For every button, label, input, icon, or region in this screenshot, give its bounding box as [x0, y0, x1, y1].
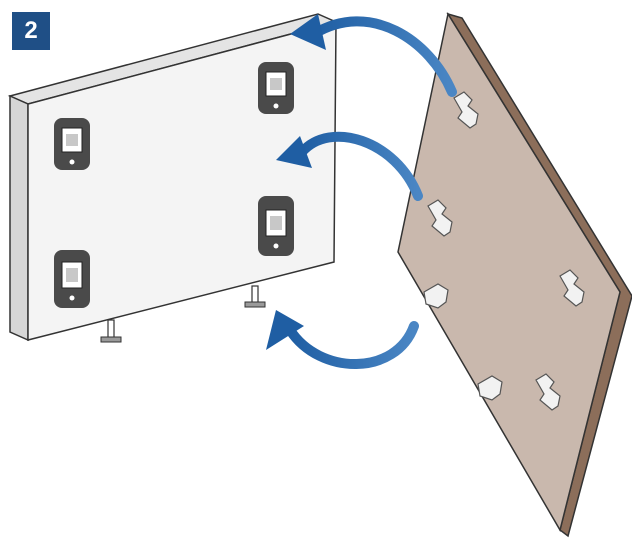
bracket-icon — [258, 62, 294, 114]
curved-arrow-icon — [290, 14, 457, 97]
curved-arrow-icon — [276, 131, 423, 201]
bracket-icon — [54, 250, 90, 308]
support-peg — [244, 285, 266, 308]
wall-board-face — [397, 12, 621, 532]
step-number-badge: 2 — [12, 12, 50, 50]
bracket-icon — [54, 118, 90, 170]
wall-board — [397, 12, 632, 538]
support-peg — [100, 319, 122, 343]
tv-panel — [7, 13, 339, 343]
curved-arrow-icon — [266, 310, 419, 369]
mounting-clip-icon — [423, 91, 585, 411]
step-number: 2 — [24, 17, 38, 44]
tv-left-edge — [9, 94, 29, 342]
bracket-icon — [258, 196, 294, 256]
